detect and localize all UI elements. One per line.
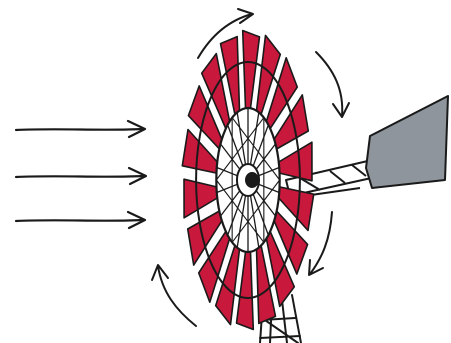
rotation-arrow-icon (316, 52, 349, 117)
windmill-blade (279, 142, 312, 181)
wind-arrow-icon (16, 212, 145, 228)
wind-arrows (16, 121, 146, 228)
rotation-arrow-icon (152, 265, 196, 326)
windmill-blade (184, 179, 217, 218)
wind-arrow-icon (16, 121, 145, 137)
wind-arrow-icon (16, 168, 146, 184)
windmill-blade (243, 31, 260, 109)
rotation-arrow-icon (309, 212, 332, 275)
wheel-hub-center (245, 172, 259, 188)
windmill-blade (237, 252, 254, 330)
